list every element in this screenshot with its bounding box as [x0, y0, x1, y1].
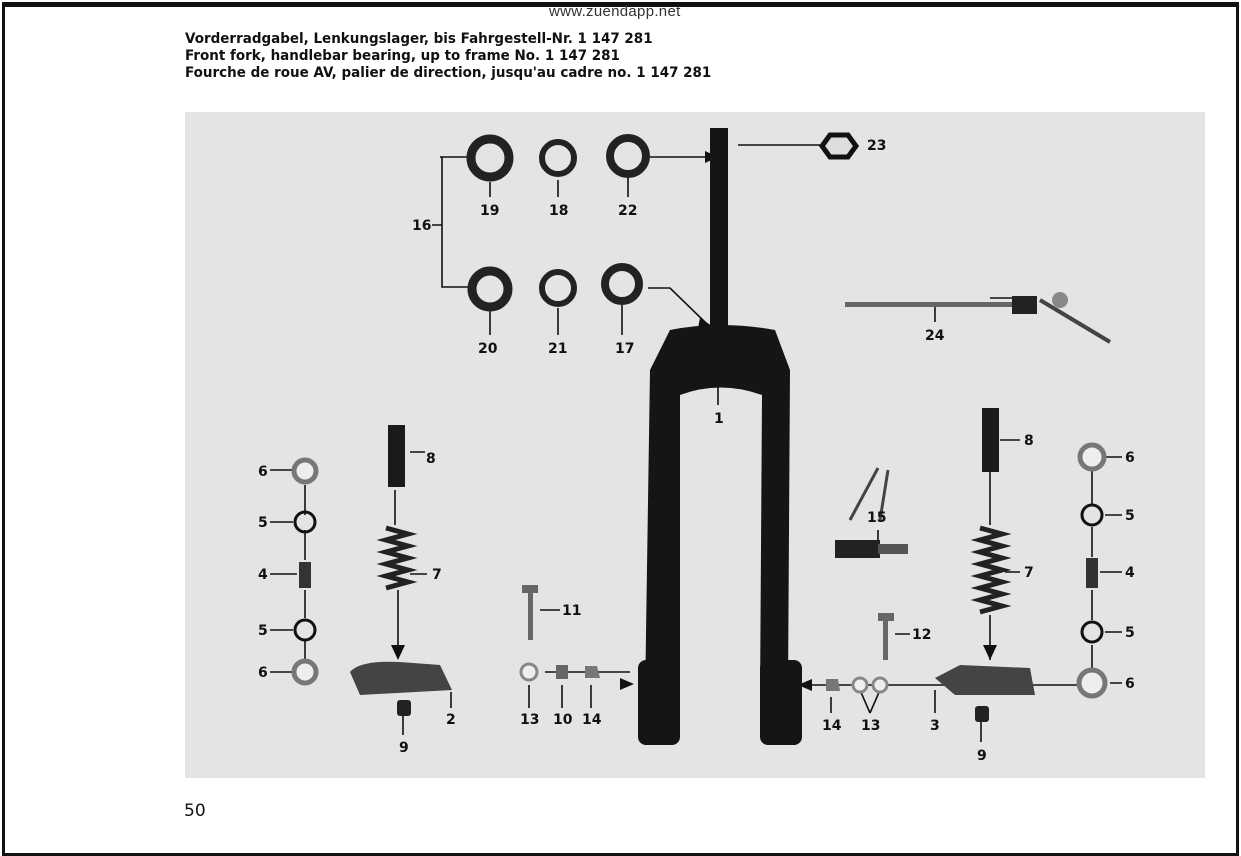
- watermark: www.zuendapp.net: [549, 3, 681, 20]
- callout-6: 6: [258, 665, 268, 681]
- callout-8: 8: [1024, 433, 1034, 449]
- page-title: Vorderradgabel, Lenkungslager, bis Fahrg…: [185, 31, 711, 82]
- lock-15: [835, 467, 908, 558]
- ring-19: [466, 134, 514, 182]
- callout-12: 12: [912, 627, 931, 643]
- callout-21: 21: [548, 341, 567, 357]
- callout-10: 10: [553, 712, 573, 728]
- front-fork: [638, 128, 802, 745]
- callout-16: 16: [412, 218, 431, 234]
- ring-20: [467, 266, 513, 312]
- steerer-tube: [710, 128, 728, 328]
- fork-leg-left-end: [638, 660, 680, 745]
- fork-leg-right-end: [760, 660, 802, 745]
- callout-6: 6: [258, 464, 268, 480]
- photo-background: [185, 112, 1205, 778]
- title-french: Fourche de roue AV, palier de direction,…: [185, 65, 712, 81]
- callout-1: 1: [714, 411, 724, 427]
- steering-bearing-rings: [466, 134, 650, 312]
- callout-2: 2: [446, 712, 456, 728]
- callout-5: 5: [258, 515, 268, 531]
- leader-lines: [270, 144, 1122, 742]
- callout-7: 7: [1024, 565, 1034, 581]
- ring-22: [606, 134, 650, 178]
- callout-15: 15: [867, 510, 886, 526]
- callout-9: 9: [399, 740, 409, 756]
- callout-5: 5: [258, 623, 268, 639]
- ring-21: [539, 269, 577, 307]
- callout-14: 14: [822, 718, 842, 734]
- callout-11: 11: [562, 603, 581, 619]
- callout-6: 6: [1125, 450, 1135, 466]
- callout-20: 20: [478, 341, 498, 357]
- callout-labels: 23 19 18 22 16 20 21 17 24 1 8 6 5 4 7 1…: [258, 138, 1135, 764]
- callout-5: 5: [1125, 508, 1135, 524]
- callout-3: 3: [930, 718, 940, 734]
- ring-17: [601, 263, 643, 305]
- spring-7: [376, 525, 418, 591]
- nut-23: [818, 132, 860, 160]
- title-english: Front fork, handlebar bearing, up to fra…: [185, 48, 620, 64]
- sleeve-8: [982, 408, 999, 472]
- page-number: 50: [184, 801, 206, 821]
- lock-24: [845, 292, 1112, 344]
- callout-22: 22: [618, 203, 637, 219]
- callout-9: 9: [977, 748, 987, 764]
- callout-13: 13: [861, 718, 880, 734]
- callout-24: 24: [925, 328, 945, 344]
- callout-17: 17: [615, 341, 634, 357]
- callout-7: 7: [432, 567, 442, 583]
- callout-4: 4: [1125, 565, 1135, 581]
- callout-5: 5: [1125, 625, 1135, 641]
- spring-7: [970, 525, 1012, 615]
- callout-8: 8: [426, 451, 436, 467]
- left-suspension-parts: [291, 425, 600, 716]
- callout-19: 19: [480, 203, 499, 219]
- callout-18: 18: [549, 203, 568, 219]
- callout-23: 23: [867, 138, 886, 154]
- callout-14: 14: [582, 712, 602, 728]
- callout-6: 6: [1125, 676, 1135, 692]
- title-german: Vorderradgabel, Lenkungslager, bis Fahrg…: [185, 31, 653, 47]
- callout-4: 4: [258, 567, 268, 583]
- sleeve-8: [388, 425, 405, 487]
- right-suspension-parts: [826, 408, 1108, 722]
- ring-18: [539, 139, 577, 177]
- callout-13: 13: [520, 712, 539, 728]
